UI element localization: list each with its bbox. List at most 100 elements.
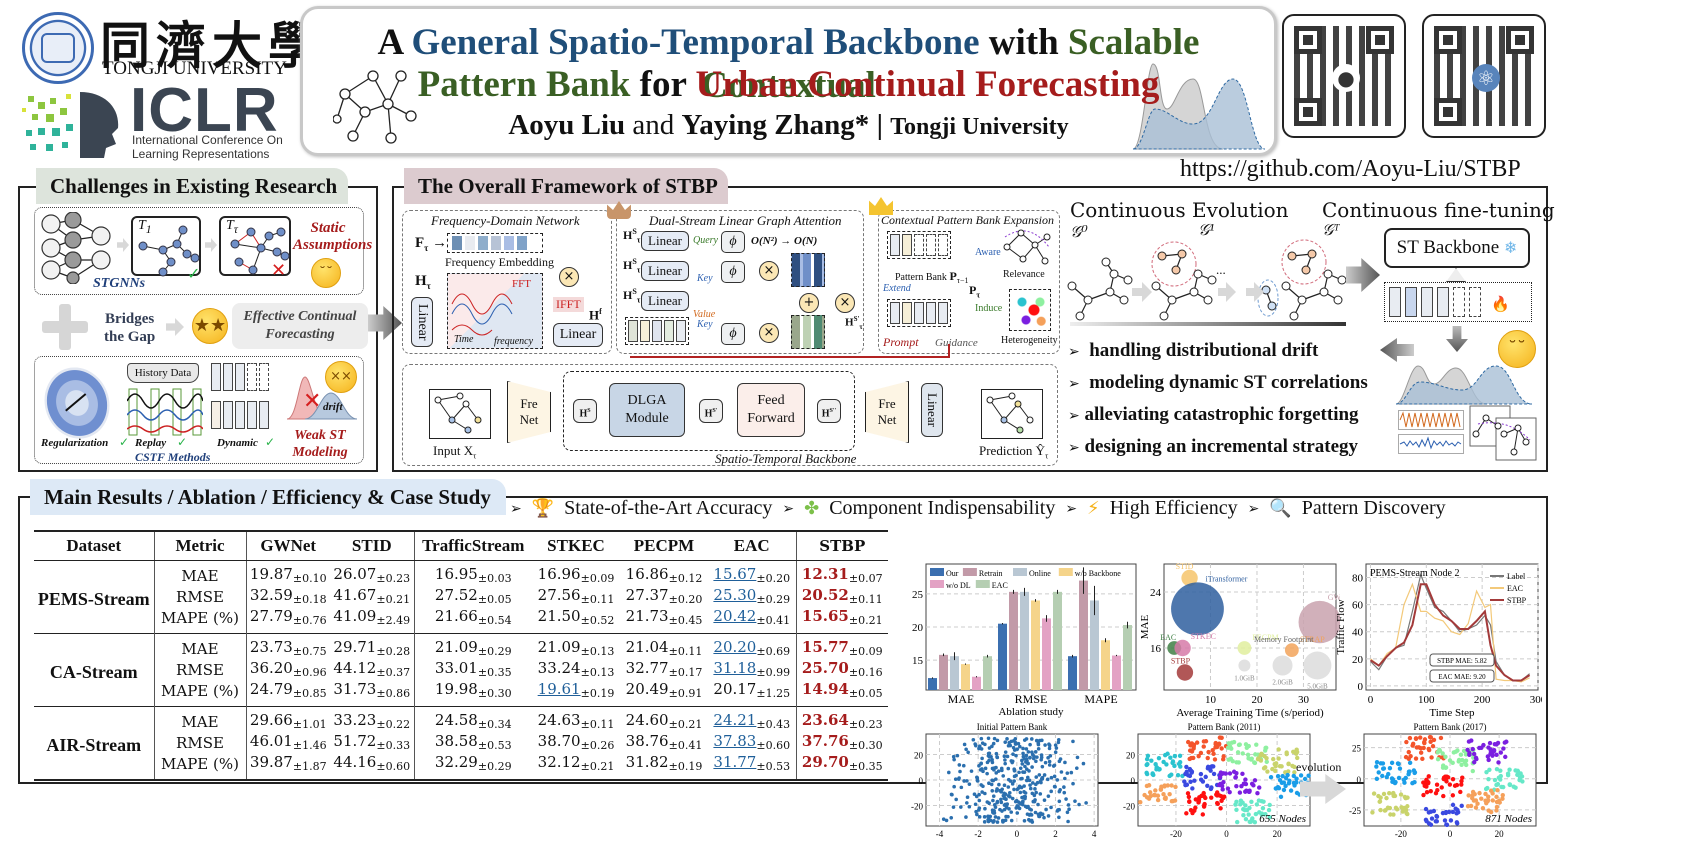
fft-visual-box: FFT Time frequency [447,273,543,349]
cell-value: 29.66 [249,711,293,729]
cell-value: 21.50 [537,607,581,625]
scatter-point [1264,759,1269,765]
scatter-point [1460,775,1465,780]
scatter-point [1470,746,1475,752]
x-axis-label: Ablation study [998,706,1064,718]
scatter-point [1203,774,1208,780]
scatter-point [1201,739,1207,744]
scatter-point [1175,772,1181,778]
scatter-point [1162,784,1167,789]
h-tau-label: Hτ [415,273,431,291]
cell-value: 29.71 [333,638,377,656]
scatter-point [1466,793,1471,798]
cell-value: 15.65 [801,607,849,625]
memory-legend-label: 5.0GiB [1307,683,1328,691]
github-qr-code[interactable]: ● [1282,14,1406,138]
cell-value: 31.82 [625,753,669,771]
scatter-point [953,777,958,781]
scatter-point [1150,771,1155,776]
scatter-point [985,800,990,804]
title-seg: A [377,22,412,63]
scatter-point [1000,768,1004,773]
scatter-point [1231,769,1237,774]
scatter-point [1262,753,1267,759]
scatter-point [1049,775,1054,780]
x-tick-label: -4 [936,829,944,839]
scatter-point [985,771,989,776]
continuous-evolution-title: Continuous Evolution [1070,198,1289,222]
hs-input: HSτ [623,287,641,305]
scatter-point [1053,750,1058,755]
table-cell: 27.52±0.05 [413,587,532,608]
results-title: Main Results / Ablation / Efficiency & C… [30,479,506,515]
scatter-point [1291,780,1297,786]
scatter-point [1077,802,1081,807]
scatter-point [1479,796,1484,801]
paper-qr-code[interactable]: ⚛ [1422,14,1546,138]
trophy-icon: 🏆 [531,498,555,519]
cell-std: ±0.30 [477,687,512,700]
scatter-point [1498,777,1503,782]
scatter-point [1275,773,1281,779]
scatter-point [1167,791,1172,797]
table-cell: 44.12±0.37 [330,660,414,681]
graph-t1-icon [138,225,200,277]
scatter-point [1456,757,1462,763]
cell-std: ±0.13 [580,666,615,679]
cell-value: 27.79 [249,607,293,625]
scatter-point [980,741,985,745]
qr-finder [1294,26,1322,54]
scatter-point [1292,770,1297,775]
ttau-letter: T [226,218,234,233]
scatter-point [965,801,969,805]
scatter-point [1370,810,1375,815]
scatter-point [1426,810,1432,815]
scatter-point [1283,775,1289,781]
bar [939,654,948,690]
scatter-point [1450,793,1456,798]
scatter-point [1030,820,1035,824]
table-cell: 15.77±0.09 [795,633,888,660]
scatter-point [1027,778,1032,783]
bullet-item: ➢ designing an incremental strategy [1068,436,1358,458]
y-axis-label: MAE [1140,615,1151,640]
scatter-point [975,812,979,817]
scatter-point [974,809,978,814]
scatter-point [1258,758,1264,763]
scatter-point [1248,819,1253,824]
scatter-point [1040,764,1045,769]
scatter-point [1490,751,1495,756]
table-cell: 19.98±0.30 [413,681,532,707]
graph-g0-label: 𝒢⁰ [1070,224,1088,241]
cross-icon: ✕ [271,260,287,281]
cell-std: ±0.53 [477,739,512,752]
scatter-point [1244,745,1250,750]
scatter-point [1161,792,1166,797]
scatter-point [1071,781,1075,786]
scatter-point [1187,756,1192,762]
scatter-point [1012,774,1017,779]
scatter-point [1205,755,1210,761]
scatter-point [1485,754,1491,759]
prompt-wire [948,344,950,358]
github-url-link[interactable]: https://github.com/Aoyu-Liu/STBP [1180,156,1521,182]
scatter-point [1507,782,1513,788]
y-tick-label: 60 [1352,600,1364,612]
scatter-point [967,782,972,786]
series-line [1369,583,1531,682]
cell-std: ±1.01 [292,718,327,731]
scatter-point [1003,740,1008,744]
input-x-label: Input Xτ [433,443,477,461]
hf: H [589,307,600,323]
scatter-point [1387,765,1393,771]
prompt-wire [630,356,950,358]
guidance-label: Guidance [935,337,978,349]
title-line-2: Pattern Bank for Urban Continual Forecas… [303,63,1274,106]
scatter-point [1215,744,1220,750]
